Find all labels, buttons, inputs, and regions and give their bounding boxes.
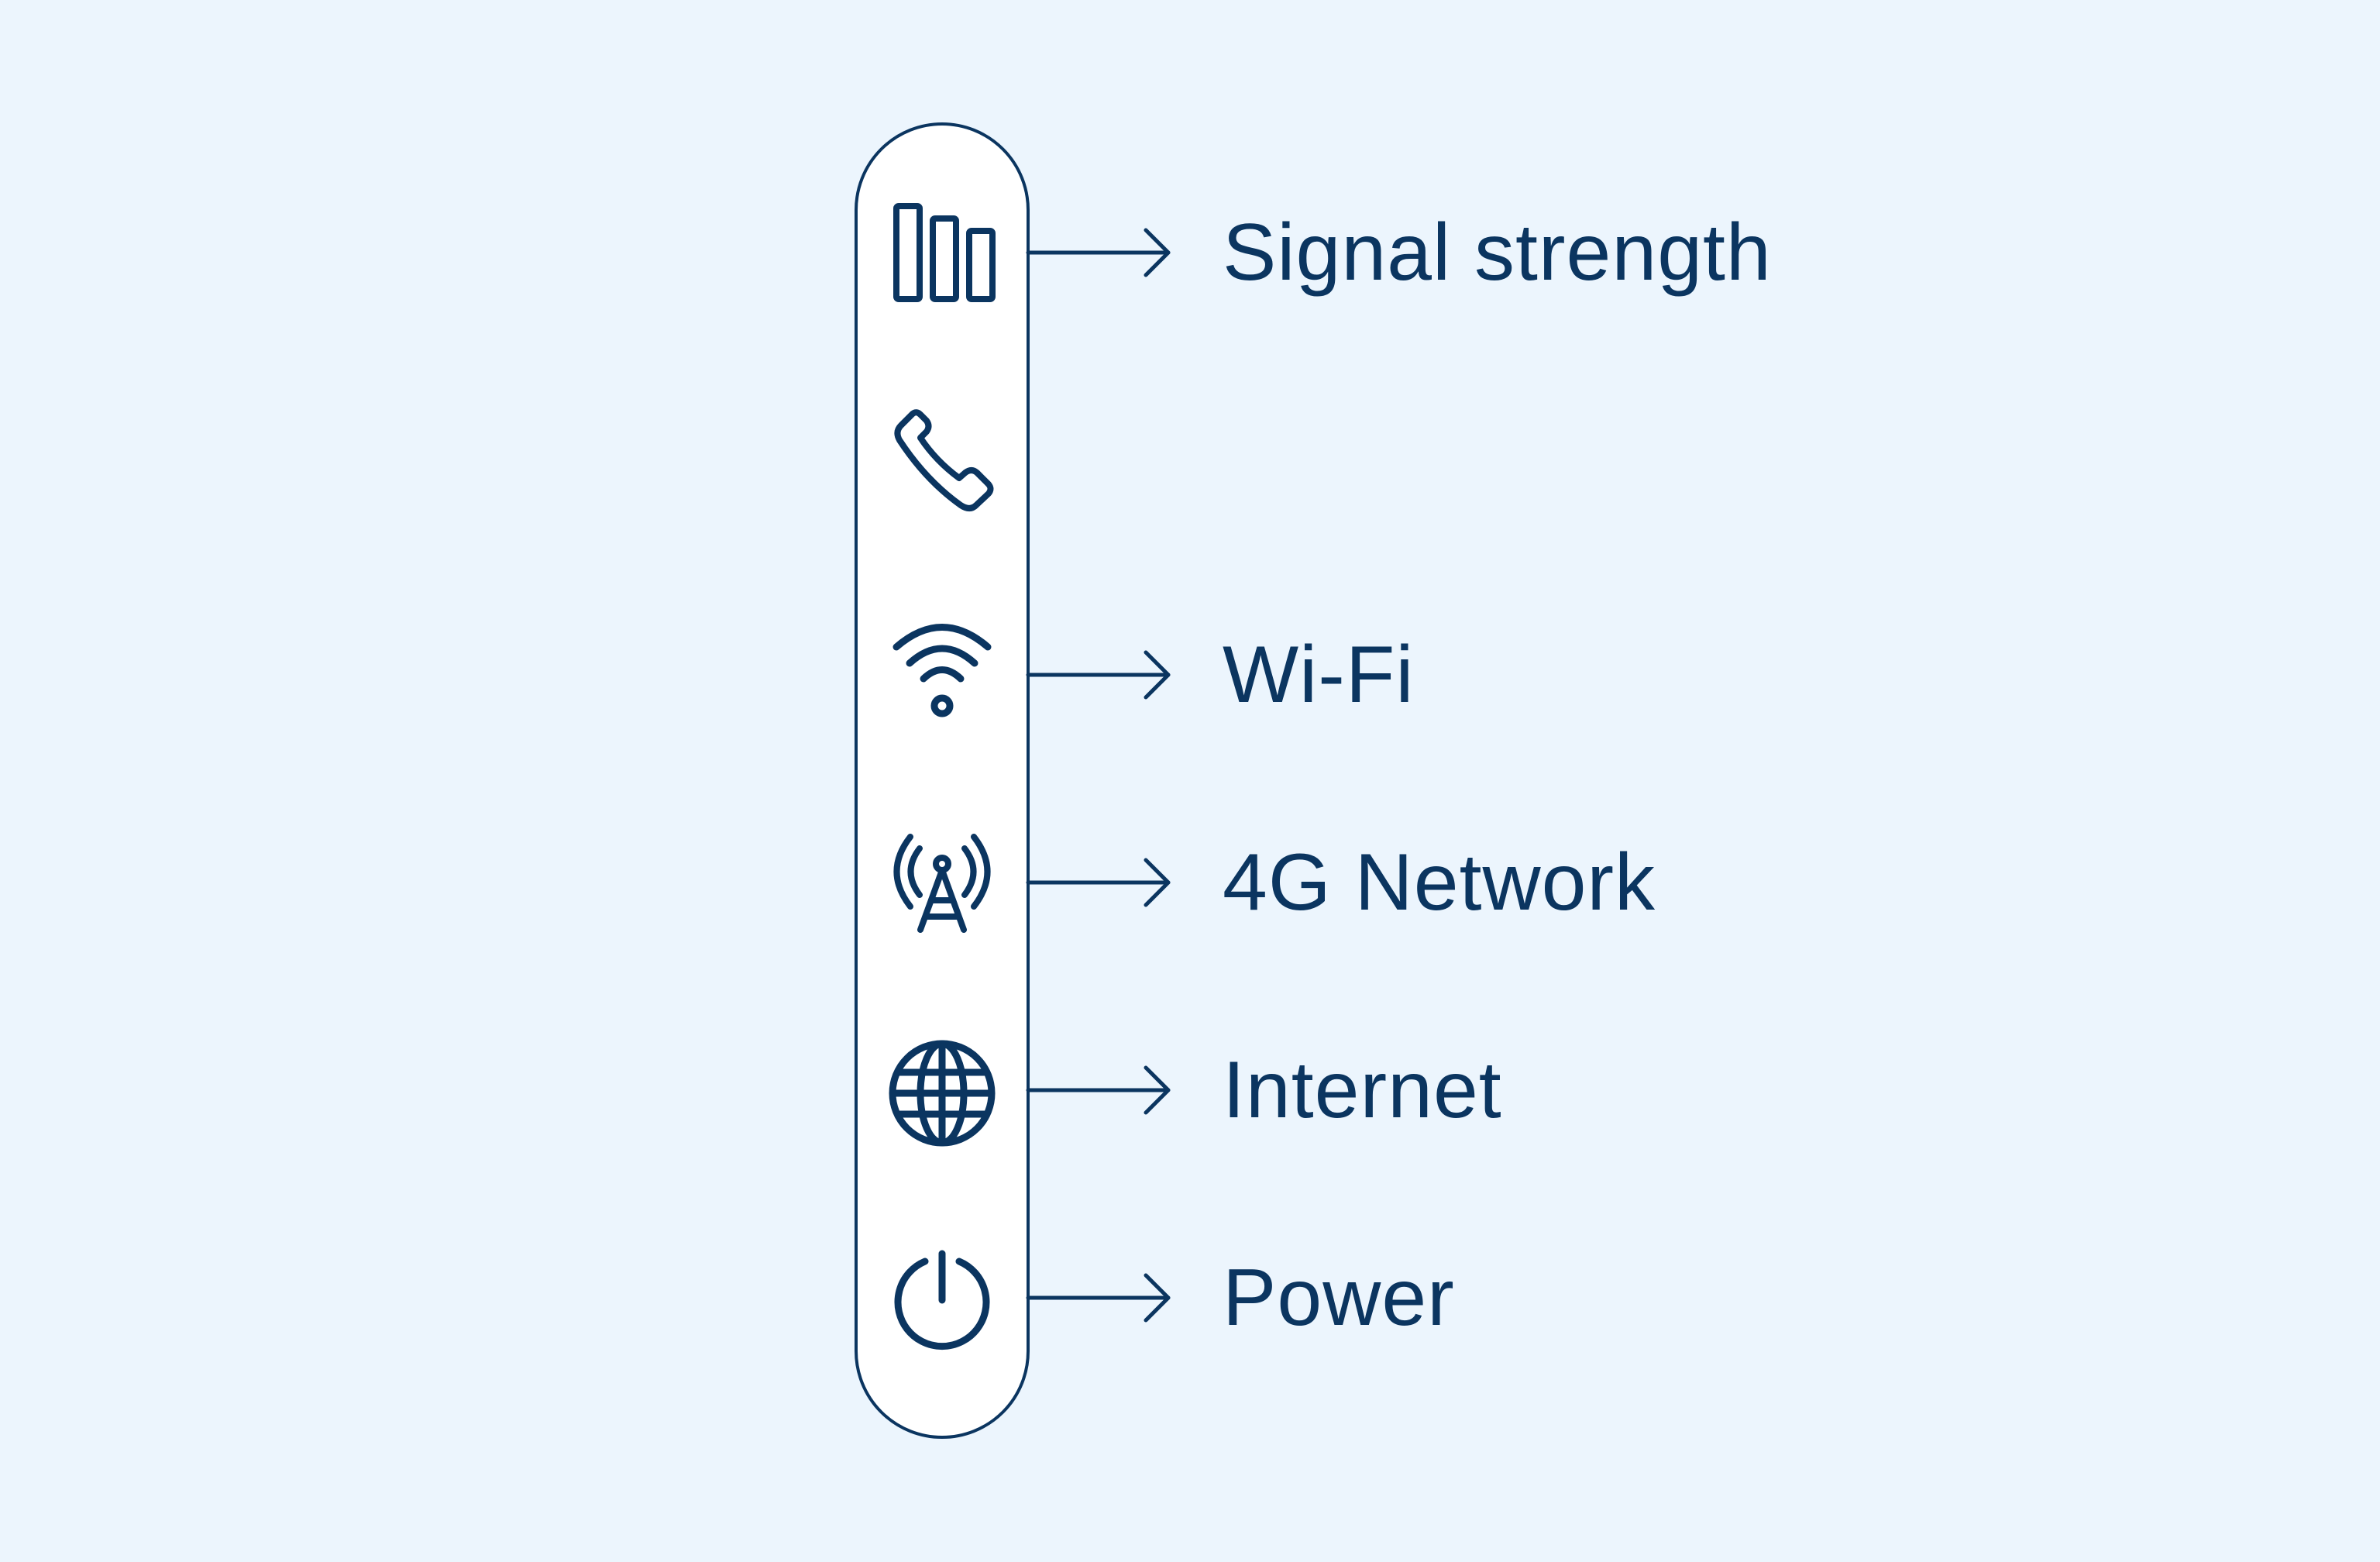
label-signal-strength: Signal strength [1223, 208, 1772, 298]
phone-icon [894, 409, 994, 511]
antenna-tower-icon [893, 834, 991, 933]
signal-strength-arrow [1026, 228, 1171, 277]
wifi-arrow [1026, 650, 1171, 700]
wifi-icon [892, 624, 992, 717]
label-power: Power [1223, 1253, 1455, 1343]
power-arrow [1026, 1273, 1171, 1323]
label-internet: Internet [1223, 1045, 1502, 1135]
power-icon [894, 1250, 990, 1350]
network-4g-arrow [1026, 858, 1171, 907]
signal-bars-icon [893, 203, 996, 302]
label-wifi: Wi-Fi [1223, 630, 1415, 720]
internet-arrow [1026, 1065, 1171, 1115]
globe-icon [889, 1040, 996, 1147]
label-4g-network: 4G Network [1223, 838, 1656, 927]
device-panel [855, 122, 1030, 1439]
